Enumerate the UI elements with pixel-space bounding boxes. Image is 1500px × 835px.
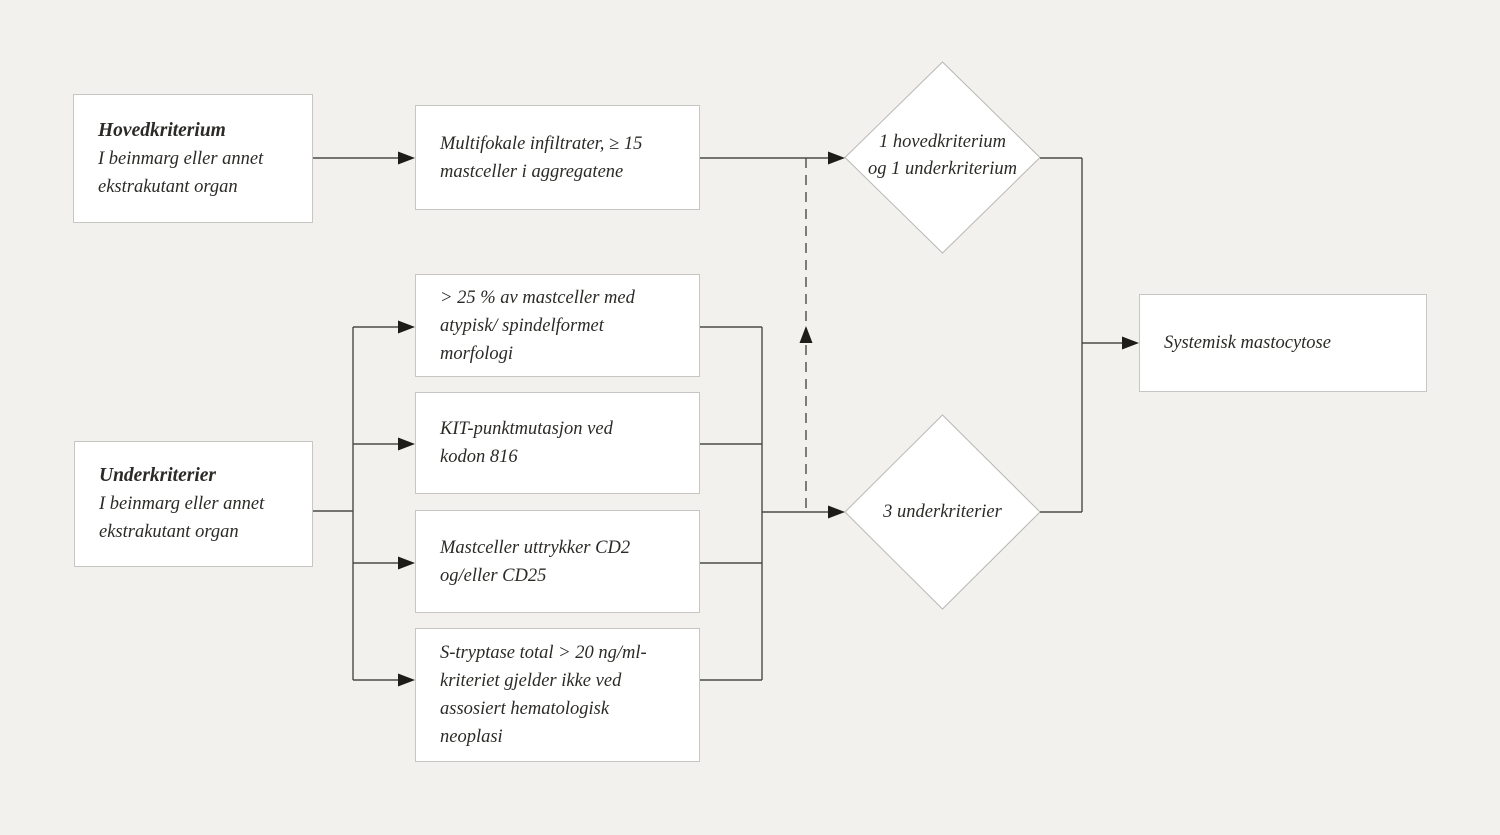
node-criterion-kit-mutation-body: KIT-punktmutasjon ved kodon 816	[440, 419, 613, 467]
node-underkriterier: Underkriterier I beinmarg eller annet ek…	[74, 441, 313, 567]
arrowhead-icon	[398, 437, 415, 451]
arrowhead-icon	[398, 320, 415, 334]
decision-main-label: 1 hovedkriterium og 1 underkriterium	[867, 132, 1017, 179]
node-hovedkriterium-body: I beinmarg eller annet ekstrakutant orga…	[98, 148, 264, 197]
arrowhead-icon	[398, 556, 415, 570]
node-underkriterier-title: Underkriterier	[99, 465, 216, 486]
node-criterion-morphology: > 25 % av mastceller med atypisk/ spinde…	[415, 274, 700, 377]
node-result-systemisk-mastocytose: Systemisk mastocytose	[1139, 294, 1427, 392]
node-result-body: Systemisk mastocytose	[1164, 333, 1331, 353]
node-criterion-tryptase: S-tryptase total > 20 ng/ml- kriteriet g…	[415, 628, 700, 762]
arrowhead-icon	[398, 151, 415, 165]
node-underkriterier-body: I beinmarg eller annet ekstrakutant orga…	[99, 494, 265, 542]
node-multifokale-infiltrater: Multifokale infiltrater, ≥ 15 mastceller…	[415, 105, 700, 210]
decision-minor-label: 3 underkriterier	[883, 502, 1002, 522]
node-hovedkriterium-title: Hovedkriterium	[98, 119, 226, 141]
node-multifokale-body: Multifokale infiltrater, ≥ 15 mastceller…	[440, 133, 643, 182]
arrowhead-icon	[1122, 336, 1139, 350]
node-criterion-morphology-body: > 25 % av mastceller med atypisk/ spinde…	[440, 287, 635, 364]
node-criterion-cd2-cd25: Mastceller uttrykker CD2 og/eller CD25	[415, 510, 700, 613]
node-criterion-tryptase-body: S-tryptase total > 20 ng/ml- kriteriet g…	[440, 643, 647, 747]
node-criterion-cd2-cd25-body: Mastceller uttrykker CD2 og/eller CD25	[440, 537, 631, 586]
node-hovedkriterium: Hovedkriterium I beinmarg eller annet ek…	[73, 94, 313, 223]
arrowhead-up-icon	[799, 326, 813, 343]
node-criterion-kit-mutation: KIT-punktmutasjon ved kodon 816	[415, 392, 700, 494]
arrowhead-icon	[398, 673, 415, 687]
